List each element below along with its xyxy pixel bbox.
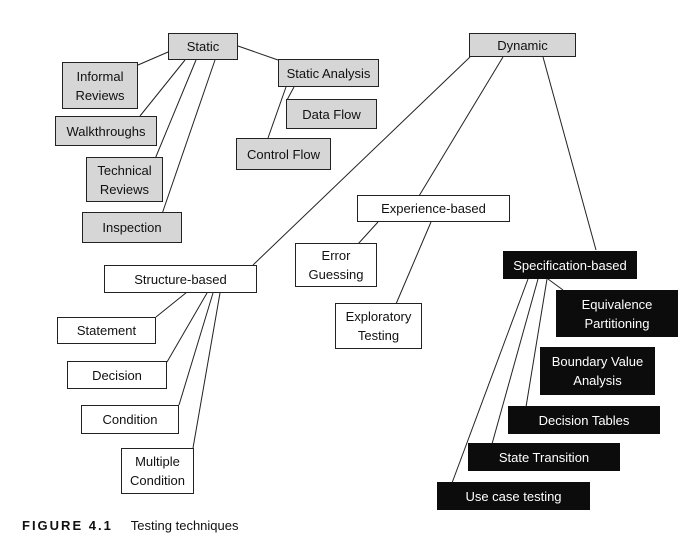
node-multiple-condition: Multiple Condition xyxy=(121,448,194,494)
node-boundary-value-analysis: Boundary Value Analysis xyxy=(540,347,655,395)
node-statement: Statement xyxy=(57,317,156,344)
node-use-case-testing: Use case testing xyxy=(437,482,590,510)
node-error-guessing: Error Guessing xyxy=(295,243,377,287)
node-technical-reviews: Technical Reviews xyxy=(86,157,163,202)
node-structure-based: Structure-based xyxy=(104,265,257,293)
node-informal-reviews: Informal Reviews xyxy=(62,62,138,109)
line-static-inspection xyxy=(161,59,216,215)
line-experience-exploratory xyxy=(395,221,432,305)
line-analysis-data-flow xyxy=(286,86,295,101)
line-static-walkthroughs xyxy=(139,59,186,117)
node-dynamic: Dynamic xyxy=(469,33,576,57)
line-structure-condition xyxy=(178,292,214,406)
node-inspection: Inspection xyxy=(82,212,182,243)
figure-title: Testing techniques xyxy=(130,518,239,533)
line-structure-decision xyxy=(166,292,208,363)
line-spec-use-case xyxy=(451,278,529,484)
figure-number: FIGURE 4.1 xyxy=(22,518,113,533)
node-walkthroughs: Walkthroughs xyxy=(55,116,157,146)
line-spec-decision-tables xyxy=(525,278,548,408)
node-data-flow: Data Flow xyxy=(286,99,377,129)
line-static-technical-reviews xyxy=(154,59,197,160)
node-exploratory-testing: Exploratory Testing xyxy=(335,303,422,349)
node-decision-tables: Decision Tables xyxy=(508,406,660,434)
line-static-static-analysis xyxy=(237,45,279,61)
node-static: Static xyxy=(168,33,238,60)
line-spec-equivalence xyxy=(547,278,564,291)
node-condition: Condition xyxy=(81,405,179,434)
line-dynamic-specification-based xyxy=(542,56,597,251)
line-dynamic-experience-based xyxy=(418,56,504,197)
node-static-analysis: Static Analysis xyxy=(278,59,379,87)
line-analysis-control-flow xyxy=(267,86,287,139)
line-structure-multiple-condition xyxy=(192,292,221,449)
node-control-flow: Control Flow xyxy=(236,138,331,170)
line-dynamic-structure-based xyxy=(252,56,471,266)
line-experience-error-guessing xyxy=(357,221,379,245)
node-equivalence-partitioning: Equivalence Partitioning xyxy=(556,290,678,337)
node-experience-based: Experience-based xyxy=(357,195,510,222)
node-specification-based: Specification-based xyxy=(503,251,637,279)
node-state-transition: State Transition xyxy=(468,443,620,471)
node-decision: Decision xyxy=(67,361,167,389)
line-spec-state-transition xyxy=(491,278,539,445)
figure-caption: FIGURE 4.1 Testing techniques xyxy=(22,518,238,533)
